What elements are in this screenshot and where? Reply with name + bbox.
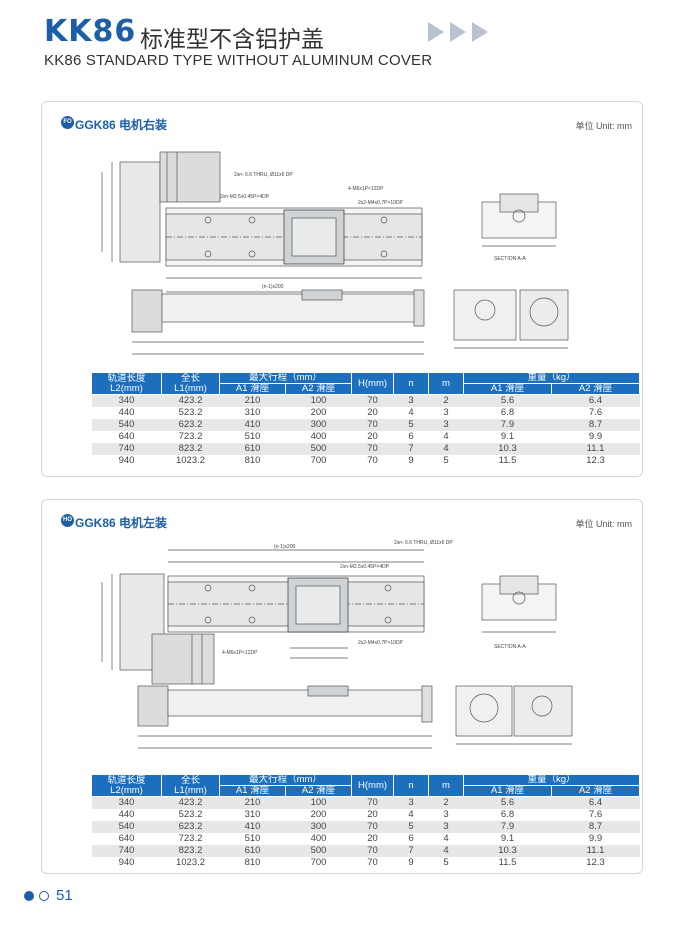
header-h: H(mm): [351, 372, 395, 395]
panel-motor-right: FO GGK86 电机右装 单位 Unit: mm: [41, 101, 643, 477]
page-header: KK86 标准型不含铝护盖 KK86 STANDARD TYPE WITHOUT…: [44, 14, 664, 70]
technical-drawing: 2xn- 6.6 THRU, Ø11x6 DP 4-M6x1P×12DP 2x2…: [101, 151, 569, 355]
header-n: n: [393, 372, 430, 395]
m4-hole-callout: 2x2-M4x0.7P×10DP: [358, 200, 404, 206]
pitch-callout: (n-1)x200: [262, 284, 284, 290]
section-label: SECTION A-A: [494, 256, 526, 262]
header-max-stroke: 最大行程（mm）: [218, 372, 353, 384]
header-stroke-a1: A1 滑座: [219, 383, 286, 395]
filled-dot-icon: [24, 891, 34, 901]
panel-title: GGK86 电机左装: [75, 516, 168, 530]
header-n: n: [393, 774, 430, 797]
technical-drawing: 2xn- 6.6 THRU, Ø11x6 DP 4-M6x1P×12DP 2x2…: [101, 540, 573, 749]
header-m: m: [428, 774, 465, 797]
m6-hole-callout: 4-M6x1P×12DP: [222, 650, 258, 656]
header-weight: 重量（kg）: [463, 774, 641, 786]
m25-hole-callout: 2xn-M2.5x0.45P×4DP: [340, 564, 390, 570]
through-hole-callout: 2xn- 6.6 THRU, Ø11x6 DP: [394, 540, 453, 546]
model-title: KK86: [44, 14, 137, 49]
header-weight-a1: A1 滑座: [463, 785, 553, 797]
m4-hole-callout: 2x2-M4x0.7P×10DP: [358, 640, 404, 646]
panel-motor-left: HO GGK86 电机左装 单位 Unit: mm: [41, 499, 643, 874]
header-stroke-a1: A1 滑座: [219, 785, 286, 797]
title-chinese: 标准型不含铝护盖: [140, 27, 324, 53]
header-h: H(mm): [351, 774, 395, 797]
header-weight-a2: A2 滑座: [551, 785, 641, 797]
panel-title: GGK86 电机右装: [75, 118, 168, 132]
title-english: KK86 STANDARD TYPE WITHOUT ALUMINUM COVE…: [44, 52, 433, 69]
ring-dot-icon: [39, 891, 49, 901]
header-weight-a2: A2 滑座: [551, 383, 641, 395]
m25-hole-callout: 2xn-M2.5x0.45P×4DP: [220, 194, 270, 200]
header-max-stroke: 最大行程（mm）: [218, 774, 353, 786]
panel-badge-icon: HO: [61, 514, 74, 527]
header-m: m: [428, 372, 465, 395]
m6-hole-callout: 4-M6x1P×12DP: [348, 186, 384, 192]
unit-label: 单位 Unit: mm: [575, 519, 632, 529]
pitch-callout: (n-1)x200: [274, 544, 296, 550]
header-weight-a1: A1 滑座: [463, 383, 553, 395]
header-stroke-a2: A2 滑座: [284, 383, 353, 395]
panel-badge-icon: FO: [61, 116, 74, 129]
header-stroke-a2: A2 滑座: [284, 785, 353, 797]
triple-arrow-icon: [428, 22, 488, 42]
header-weight: 重量（kg）: [463, 372, 641, 384]
through-hole-callout: 2xn- 6.6 THRU, Ø11x6 DP: [234, 172, 293, 178]
unit-label: 单位 Unit: mm: [575, 121, 632, 131]
page-number: 51: [56, 887, 73, 904]
section-label: SECTION A-A: [494, 644, 526, 650]
